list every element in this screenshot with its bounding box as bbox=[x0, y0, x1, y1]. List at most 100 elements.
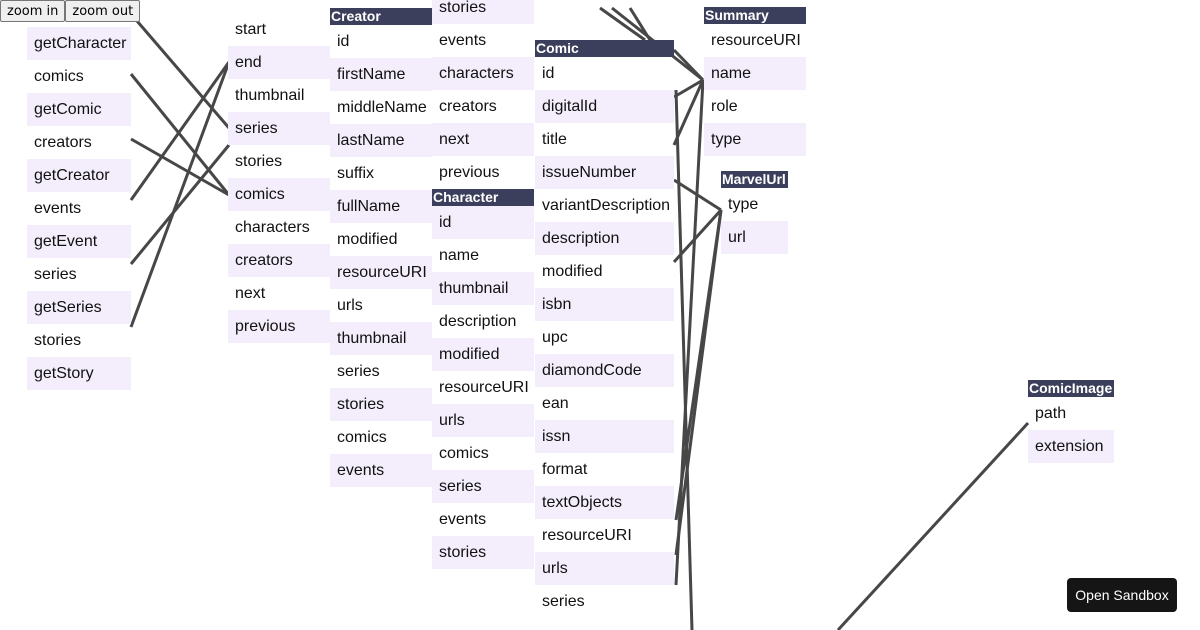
field-resourceuri[interactable]: resourceURI bbox=[439, 379, 529, 396]
field-series[interactable]: series bbox=[337, 363, 380, 380]
field-role[interactable]: role bbox=[711, 98, 738, 115]
field-comics[interactable]: comics bbox=[439, 445, 489, 462]
field-diamondcode[interactable]: diamondCode bbox=[535, 354, 674, 387]
field-stories[interactable]: stories bbox=[432, 0, 534, 24]
node-title: Comic bbox=[535, 40, 674, 57]
field-firstname[interactable]: firstName bbox=[330, 58, 432, 91]
field-description[interactable]: description bbox=[535, 222, 674, 255]
field-stories[interactable]: stories bbox=[330, 388, 432, 421]
node-creator: Creator id firstName middleName lastName suff… bbox=[330, 8, 432, 487]
field-type[interactable]: type bbox=[704, 123, 806, 156]
field-events[interactable]: events bbox=[34, 200, 82, 217]
field-resourceuri[interactable]: resourceURI bbox=[330, 256, 432, 289]
field-getstory[interactable]: getStory bbox=[27, 357, 131, 390]
field-resourceuri[interactable]: resourceURI bbox=[542, 527, 632, 544]
field-getcharacter[interactable]: getCharacter bbox=[27, 27, 131, 60]
field-extension[interactable]: extension bbox=[1028, 430, 1114, 463]
node-comicimage: ComicImage path extension bbox=[1028, 380, 1114, 463]
field-thumbnail[interactable]: thumbnail bbox=[235, 87, 305, 104]
edge bbox=[129, 61, 231, 201]
edge bbox=[674, 89, 694, 630]
field-urls[interactable]: urls bbox=[337, 297, 363, 314]
field-events[interactable]: events bbox=[439, 32, 487, 49]
field-characters[interactable]: characters bbox=[432, 57, 534, 90]
field-ean[interactable]: ean bbox=[542, 395, 569, 412]
field-title[interactable]: title bbox=[542, 131, 567, 148]
field-next[interactable]: next bbox=[432, 123, 534, 156]
field-thumbnail[interactable]: thumbnail bbox=[330, 322, 432, 355]
field-previous[interactable]: previous bbox=[439, 164, 500, 181]
edge bbox=[129, 73, 231, 196]
field-end[interactable]: end bbox=[228, 46, 330, 79]
zoom-in-button[interactable]: zoom in bbox=[0, 0, 66, 22]
field-creators[interactable]: creators bbox=[228, 244, 330, 277]
node-title: Summary bbox=[704, 7, 806, 24]
zoom-toolbar: zoom in zoom out bbox=[0, 0, 141, 22]
zoom-out-button[interactable]: zoom out bbox=[65, 0, 141, 22]
field-previous[interactable]: previous bbox=[228, 310, 330, 343]
open-sandbox-button[interactable]: Open Sandbox bbox=[1067, 578, 1177, 612]
node-marvelurl: MarvelUrl type url bbox=[721, 171, 788, 254]
field-url[interactable]: url bbox=[721, 221, 788, 254]
node-title: Creator bbox=[330, 8, 432, 25]
field-characters[interactable]: characters bbox=[235, 219, 310, 236]
field-getcreator[interactable]: getCreator bbox=[27, 159, 131, 192]
field-comics[interactable]: comics bbox=[34, 68, 84, 85]
edge bbox=[129, 13, 231, 129]
field-issn[interactable]: issn bbox=[535, 420, 674, 453]
field-suffix[interactable]: suffix bbox=[337, 165, 375, 182]
field-urls[interactable]: urls bbox=[432, 404, 534, 437]
edge bbox=[130, 137, 230, 197]
edge bbox=[674, 209, 723, 556]
field-thumbnail[interactable]: thumbnail bbox=[432, 272, 534, 305]
field-id[interactable]: id bbox=[542, 65, 555, 82]
field-isbn[interactable]: isbn bbox=[535, 288, 674, 321]
field-id[interactable]: id bbox=[337, 33, 350, 50]
node-title: MarvelUrl bbox=[721, 171, 788, 188]
field-digitalid[interactable]: digitalId bbox=[535, 90, 674, 123]
field-description[interactable]: description bbox=[439, 313, 517, 330]
field-variantdescription[interactable]: variantDescription bbox=[542, 197, 671, 214]
field-series[interactable]: series bbox=[432, 470, 534, 503]
field-format[interactable]: format bbox=[542, 461, 588, 478]
field-start[interactable]: start bbox=[235, 21, 267, 38]
field-stories[interactable]: stories bbox=[432, 536, 534, 569]
node-query: getCharacter comics getComic creators getCre… bbox=[27, 27, 131, 390]
field-stories[interactable]: stories bbox=[235, 153, 283, 170]
field-issuenumber[interactable]: issueNumber bbox=[535, 156, 674, 189]
field-getseries[interactable]: getSeries bbox=[27, 291, 131, 324]
field-creators[interactable]: creators bbox=[34, 134, 92, 151]
field-textobjects[interactable]: textObjects bbox=[535, 486, 674, 519]
field-creators[interactable]: creators bbox=[439, 98, 497, 115]
field-type[interactable]: type bbox=[728, 196, 759, 213]
field-middlename[interactable]: middleName bbox=[337, 99, 427, 116]
field-next[interactable]: next bbox=[235, 285, 266, 302]
field-comics[interactable]: comics bbox=[337, 429, 387, 446]
edge bbox=[672, 79, 705, 146]
field-fullname[interactable]: fullName bbox=[330, 190, 432, 223]
field-getcomic[interactable]: getComic bbox=[27, 93, 131, 126]
field-modified[interactable]: modified bbox=[432, 338, 534, 371]
node-title: ComicImage bbox=[1028, 380, 1114, 397]
field-name[interactable]: name bbox=[704, 57, 806, 90]
field-series[interactable]: series bbox=[228, 112, 330, 145]
field-events[interactable]: events bbox=[330, 454, 432, 487]
field-lastname[interactable]: lastName bbox=[330, 124, 432, 157]
field-events[interactable]: events bbox=[439, 511, 487, 528]
field-modified[interactable]: modified bbox=[542, 263, 603, 280]
field-upc[interactable]: upc bbox=[542, 329, 568, 346]
field-modified[interactable]: modified bbox=[337, 231, 398, 248]
field-stories[interactable]: stories bbox=[34, 332, 82, 349]
field-id[interactable]: id bbox=[432, 206, 534, 239]
field-name[interactable]: name bbox=[439, 247, 480, 264]
edge bbox=[673, 78, 704, 99]
field-comics[interactable]: comics bbox=[228, 178, 330, 211]
field-series[interactable]: series bbox=[34, 266, 77, 283]
field-getevent[interactable]: getEvent bbox=[27, 225, 131, 258]
field-path[interactable]: path bbox=[1035, 405, 1067, 422]
field-urls[interactable]: urls bbox=[535, 552, 674, 585]
field-series[interactable]: series bbox=[542, 593, 585, 610]
field-resourceuri[interactable]: resourceURI bbox=[711, 32, 801, 49]
